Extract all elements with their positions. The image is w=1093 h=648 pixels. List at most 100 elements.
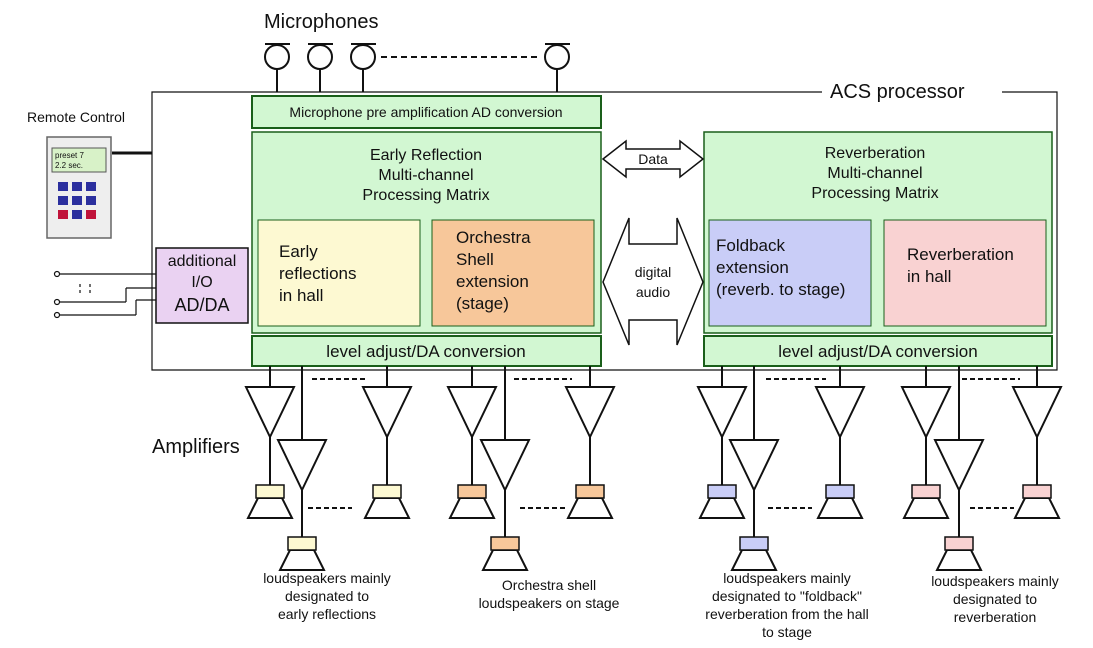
additional-io-label: I/O (191, 274, 212, 291)
amplifier-icon (1011, 386, 1063, 440)
loudspeaker-icon (698, 497, 746, 519)
loudspeaker-icon (1013, 497, 1061, 519)
reverberation-hall-block (883, 219, 1047, 327)
remote-control-icon: preset 7 2.2 sec. (46, 136, 112, 239)
microphones-title: Microphones (264, 11, 379, 33)
svg-text:to stage: to stage (762, 624, 812, 640)
reverb-level-adjust-label: level adjust/DA conversion (778, 342, 977, 361)
acs-processor-frame (151, 91, 1058, 371)
amplifiers-label: Amplifiers (152, 436, 240, 458)
svg-text:designated to: designated to (285, 588, 369, 604)
remote-screen-text: preset 7 (55, 151, 84, 160)
orchestra-shell-block (431, 219, 595, 327)
svg-text:loudspeakers mainly: loudspeakers mainly (931, 573, 1059, 589)
reverb-matrix-title: Reverberation (825, 145, 926, 162)
amplifier-icon (479, 439, 531, 493)
loudspeaker-icon (707, 484, 737, 499)
loudspeaker-icon (448, 497, 496, 519)
early-hall-label: in hall (279, 286, 323, 305)
additional-io-block (155, 247, 249, 324)
amplifier-icon (933, 439, 985, 493)
microphone-icon (264, 43, 290, 92)
digital-audio-label: audio (636, 284, 670, 300)
loudspeaker-icon (825, 484, 855, 499)
loudspeaker-icon (278, 549, 326, 571)
early-hall-label: Early (279, 242, 318, 261)
svg-text:loudspeakers on stage: loudspeakers on stage (479, 595, 620, 611)
svg-text:reverberation: reverberation (954, 609, 1037, 625)
loudspeaker-icon (1022, 484, 1052, 499)
mic-preamp-block (251, 95, 602, 129)
loudspeaker-icon (902, 497, 950, 519)
svg-text:Orchestra shell: Orchestra shell (502, 577, 596, 593)
loudspeaker-icon (730, 549, 778, 571)
amplifier-icon (446, 386, 498, 440)
svg-text:loudspeakers mainly: loudspeakers mainly (723, 570, 851, 586)
output-stages (244, 366, 1063, 571)
svg-text:loudspeakers mainly: loudspeakers mainly (263, 570, 391, 586)
speaker-group-caption-reverberation: loudspeakers mainly designated to reverb… (931, 573, 1059, 625)
reverb-matrix-title: Multi-channel (827, 165, 922, 182)
reverb-level-adjust-block (703, 335, 1053, 367)
loudspeaker-icon (816, 497, 864, 519)
early-matrix-title: Multi-channel (378, 167, 473, 184)
svg-text:reverberation from the hall: reverberation from the hall (705, 606, 868, 622)
amplifier-icon (276, 439, 328, 493)
reverb-hall-label: Reverberation (907, 245, 1014, 264)
amplifier-icon (900, 386, 952, 440)
loudspeaker-icon (246, 497, 294, 519)
foldback-label: extension (716, 258, 789, 277)
amplifier-icon (696, 386, 748, 440)
svg-text:early reflections: early reflections (278, 606, 376, 622)
amplifier-icon (361, 386, 413, 440)
loudspeaker-icon (287, 536, 317, 551)
microphone-icon (544, 43, 570, 92)
acs-processor-label: ACS processor (830, 81, 965, 103)
early-matrix-title: Processing Matrix (362, 187, 489, 204)
loudspeaker-icon (944, 536, 974, 551)
orchestra-shell-label: extension (456, 272, 529, 291)
additional-io-label: AD/DA (174, 295, 229, 315)
amplifier-icon (814, 386, 866, 440)
additional-io-label: additional (168, 253, 237, 270)
microphone-icon (307, 43, 333, 92)
amplifier-icon (244, 386, 296, 440)
microphone-icon (350, 43, 376, 92)
remote-keypad (58, 182, 96, 219)
orchestra-shell-label: (stage) (456, 294, 509, 313)
loudspeaker-icon (255, 484, 285, 499)
digital-audio-arrow (602, 217, 704, 346)
mic-preamp-label: Microphone pre amplification AD conversi… (289, 104, 562, 120)
early-hall-label: reflections (279, 264, 356, 283)
loudspeaker-icon (490, 536, 520, 551)
digital-audio-label: digital (635, 264, 672, 280)
early-level-adjust-label: level adjust/DA conversion (326, 342, 525, 361)
reverb-hall-label: in hall (907, 267, 951, 286)
orchestra-shell-label: Orchestra (456, 228, 531, 247)
amplifier-icon (728, 439, 780, 493)
early-level-adjust-block (251, 335, 602, 367)
io-connectors (53, 270, 156, 319)
speaker-group-caption-orchestra: Orchestra shell loudspeakers on stage (479, 577, 620, 611)
early-reflections-hall-block (257, 219, 421, 327)
loudspeaker-icon (481, 549, 529, 571)
orchestra-shell-label: Shell (456, 250, 494, 269)
loudspeaker-icon (372, 484, 402, 499)
speaker-group-caption-foldback: loudspeakers mainly designated to "foldb… (705, 570, 868, 640)
remote-screen-text: 2.2 sec. (55, 161, 83, 170)
foldback-label: (reverb. to stage) (716, 280, 845, 299)
speaker-group-caption-early: loudspeakers mainly designated to early … (263, 570, 391, 622)
data-arrow (601, 139, 705, 179)
remote-control-label: Remote Control (27, 109, 125, 125)
loudspeaker-icon (566, 497, 614, 519)
loudspeaker-icon (935, 549, 983, 571)
svg-text:designated to: designated to (953, 591, 1037, 607)
svg-text:designated to "foldback": designated to "foldback" (712, 588, 862, 604)
amplifier-icon (564, 386, 616, 440)
early-matrix-title: Early Reflection (370, 147, 482, 164)
loudspeaker-icon (739, 536, 769, 551)
loudspeaker-icon (363, 497, 411, 519)
loudspeaker-icon (457, 484, 487, 499)
foldback-extension-block (708, 219, 872, 327)
